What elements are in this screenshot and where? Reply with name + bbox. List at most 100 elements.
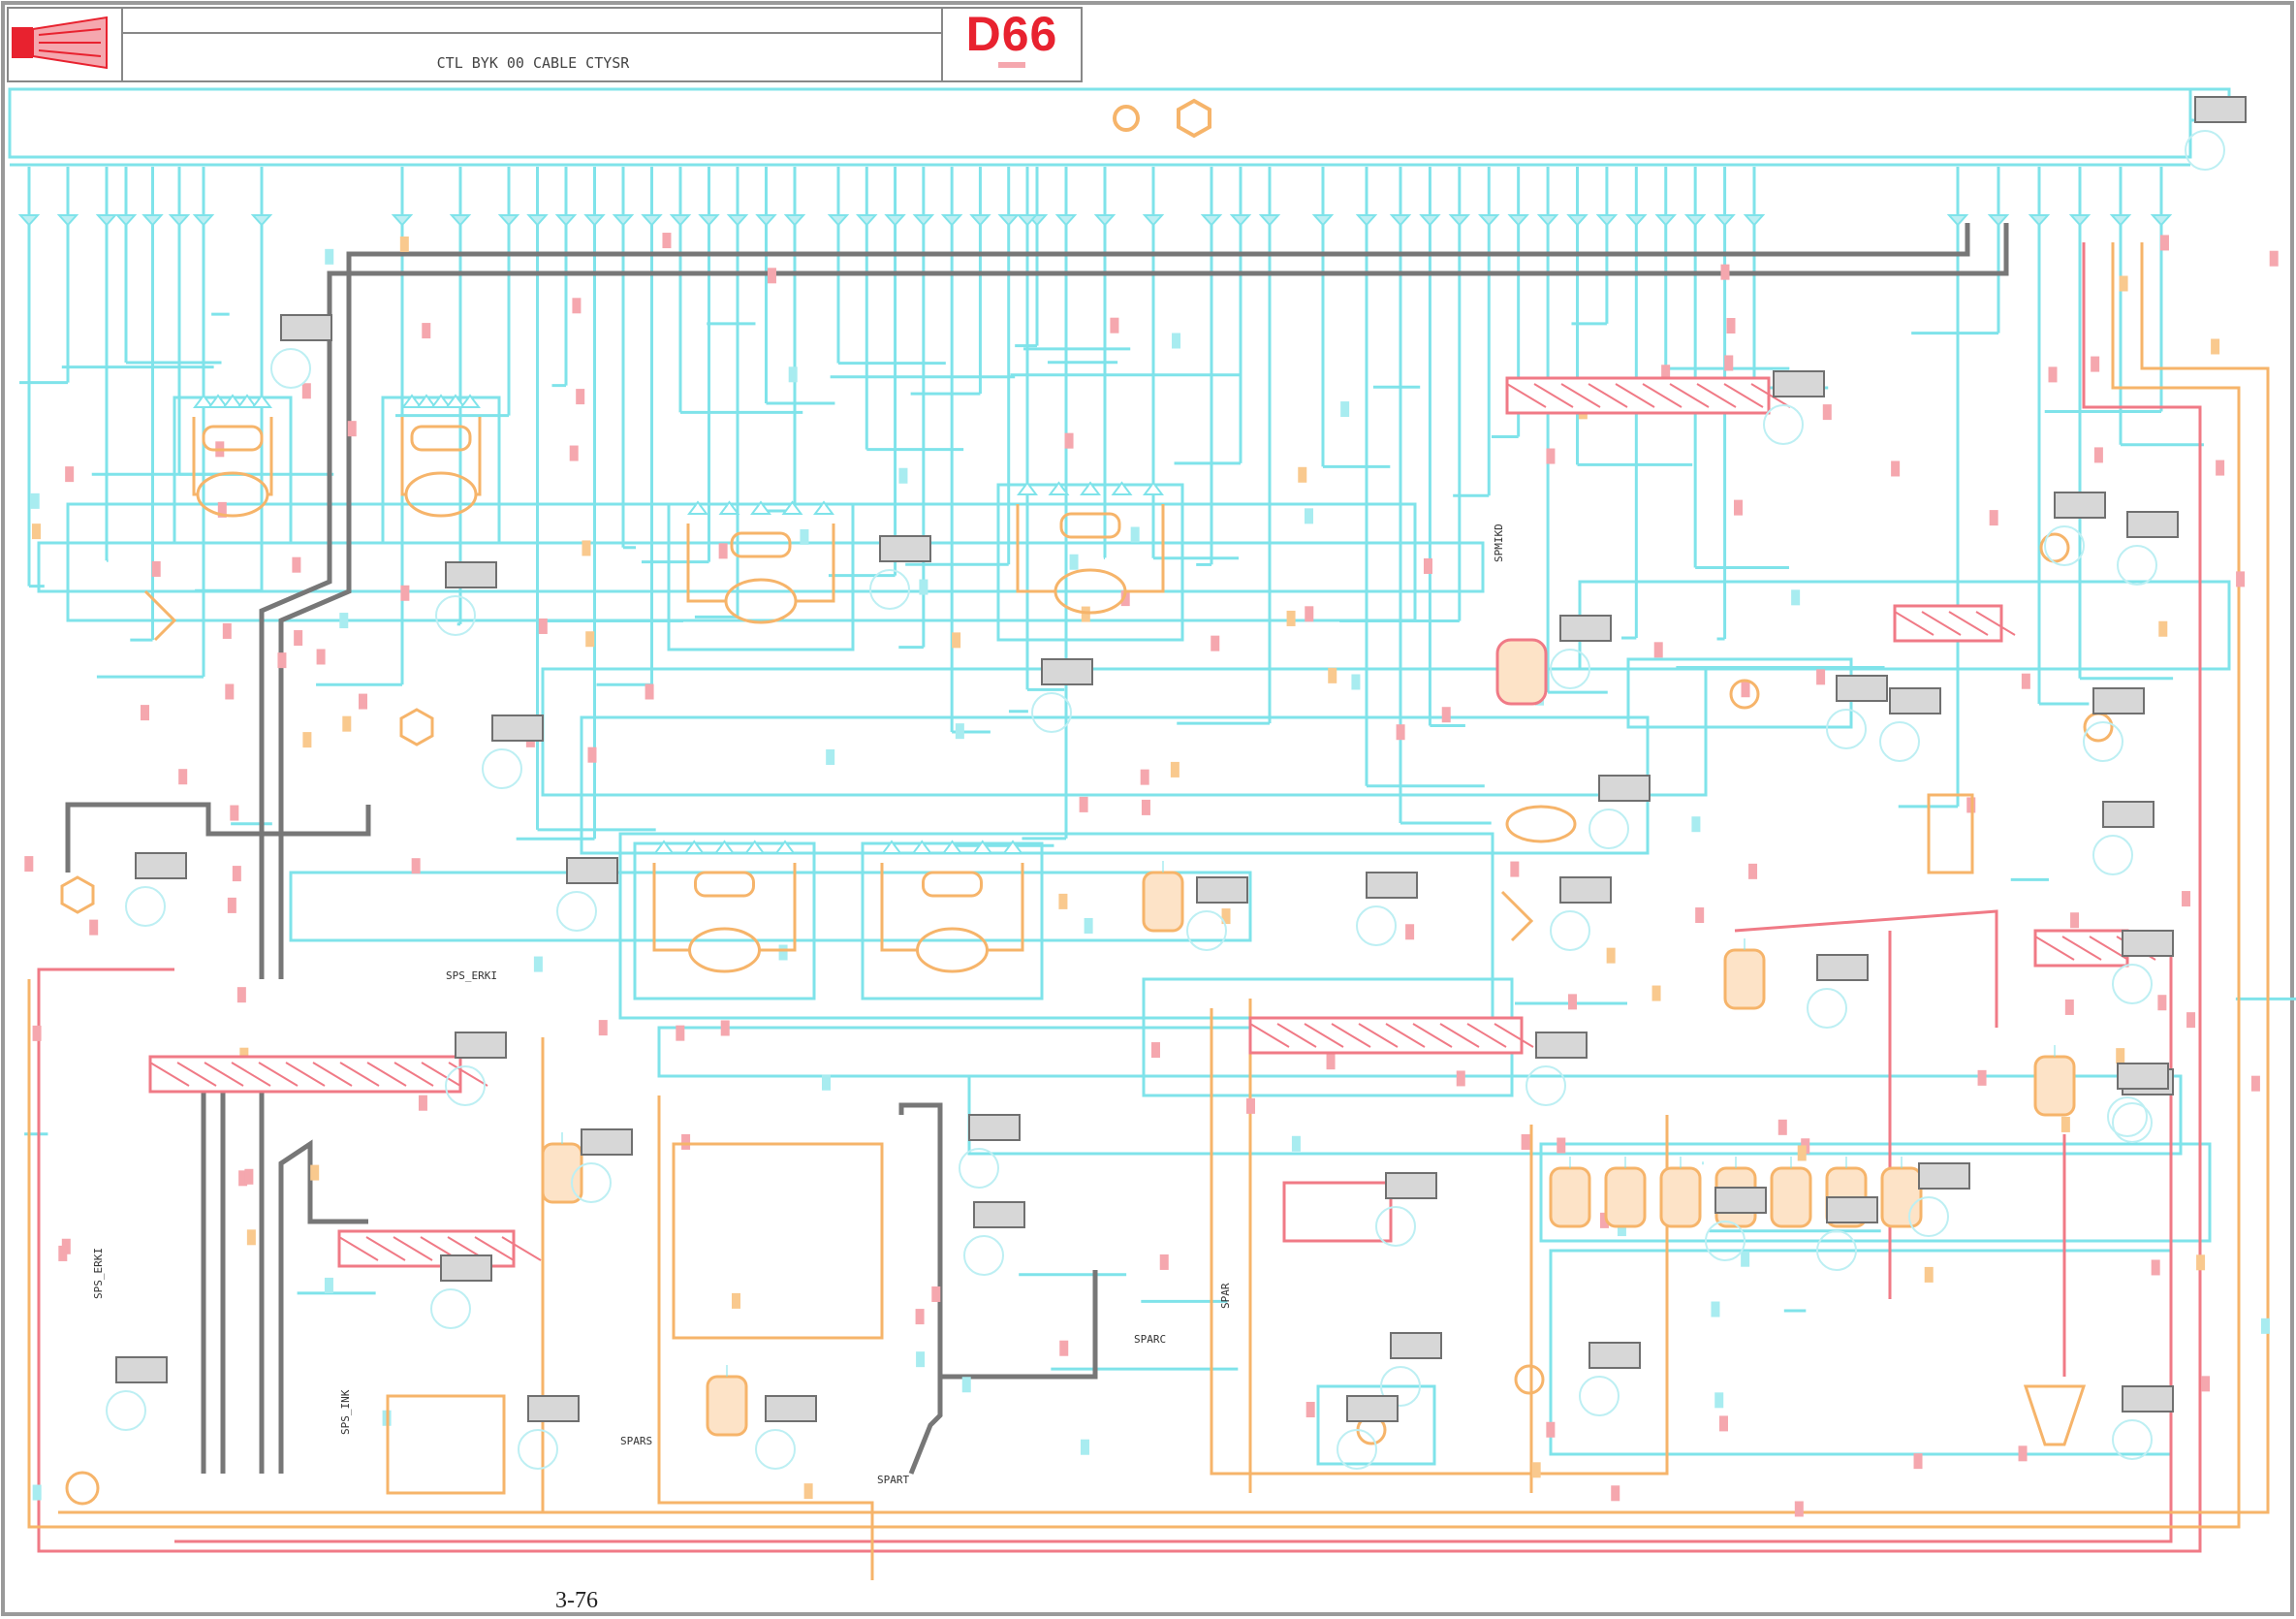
wire-color-mark bbox=[238, 1170, 248, 1187]
tag-box bbox=[566, 857, 618, 884]
tag-box bbox=[1816, 954, 1869, 981]
component-tags bbox=[106, 96, 2247, 1470]
tag-box bbox=[1346, 1395, 1399, 1422]
tag-box bbox=[2117, 1063, 2169, 1090]
wire-color-mark bbox=[324, 1277, 333, 1293]
pin-terminal bbox=[459, 394, 481, 408]
tag-ring bbox=[435, 595, 476, 636]
component-outline bbox=[667, 502, 855, 651]
wire-color-mark bbox=[1064, 432, 1074, 449]
strip-hatch bbox=[1533, 383, 1574, 408]
wire-color-mark bbox=[1816, 669, 1826, 685]
pin-terminal bbox=[236, 394, 258, 408]
wire-color-mark bbox=[898, 467, 908, 484]
component-tag bbox=[556, 857, 618, 932]
tag-box bbox=[1836, 675, 1888, 702]
strip-hatch bbox=[1948, 611, 1989, 636]
wire-color-mark bbox=[598, 1020, 608, 1036]
wire-color-mark bbox=[2060, 1116, 2070, 1132]
tag-box bbox=[581, 1128, 633, 1156]
relay-coil bbox=[730, 531, 792, 558]
component-tag bbox=[125, 852, 187, 927]
wire-color-mark bbox=[732, 1292, 741, 1309]
wire-color-mark bbox=[1691, 816, 1701, 833]
wire-color-mark bbox=[325, 248, 334, 265]
pin-terminal bbox=[526, 214, 549, 227]
component-tag bbox=[1031, 658, 1093, 733]
wire-color-mark bbox=[230, 805, 239, 821]
wire-color-mark bbox=[1714, 1392, 1724, 1409]
component-tag bbox=[2044, 492, 2106, 566]
wire-color-mark bbox=[418, 1095, 427, 1111]
wire-loop bbox=[618, 832, 1494, 1020]
wire-color-mark bbox=[662, 233, 672, 249]
tag-box bbox=[115, 1356, 168, 1383]
strip-hatch bbox=[1506, 383, 1547, 408]
wire-color-mark bbox=[1718, 1415, 1728, 1432]
tag-box bbox=[1714, 1187, 1767, 1214]
pin-terminal bbox=[653, 840, 675, 854]
pin-terminal bbox=[1143, 481, 1164, 495]
component-outline bbox=[861, 841, 1044, 1000]
wire-loop bbox=[967, 1074, 2183, 1156]
component-tag bbox=[963, 1201, 1025, 1276]
wire-color-mark bbox=[2151, 1259, 2160, 1276]
tag-ring bbox=[1579, 1376, 1620, 1416]
gray-harness bbox=[259, 223, 2009, 979]
strip-hatch bbox=[1412, 1023, 1453, 1048]
pin-terminal bbox=[497, 214, 520, 227]
wire-color-mark bbox=[2091, 356, 2100, 372]
pin-terminal bbox=[1507, 214, 1529, 227]
switch-symbol bbox=[143, 589, 1534, 942]
wire-color-mark bbox=[32, 1025, 42, 1041]
strip-hatch bbox=[1249, 1023, 1290, 1048]
wire-color-mark bbox=[411, 858, 421, 874]
gear-symbol bbox=[399, 708, 434, 746]
wire-color-mark bbox=[2119, 275, 2128, 292]
page-number: 3-76 bbox=[555, 1588, 598, 1613]
tag-ring bbox=[445, 1065, 486, 1106]
switch-component bbox=[1927, 793, 1974, 874]
tag-ring bbox=[755, 1429, 796, 1470]
tag-box bbox=[2126, 511, 2179, 538]
tag-ring bbox=[556, 891, 597, 932]
component-tag bbox=[1550, 615, 1612, 689]
wire-color-mark bbox=[89, 919, 99, 936]
component-tag bbox=[270, 314, 332, 389]
wire-color-mark bbox=[1150, 1042, 1160, 1059]
pin-terminal bbox=[250, 214, 273, 227]
pin-terminal bbox=[1536, 214, 1559, 227]
pin-terminal bbox=[1111, 481, 1133, 495]
component-tag bbox=[106, 1356, 168, 1431]
wire-color-mark bbox=[1546, 1421, 1556, 1438]
pin-terminal bbox=[669, 214, 692, 227]
strip-hatch bbox=[1439, 1023, 1480, 1048]
pin-terminal bbox=[884, 214, 906, 227]
pin-terminal bbox=[612, 214, 635, 227]
tag-ring bbox=[1380, 1366, 1421, 1407]
tag-box bbox=[1918, 1162, 1970, 1190]
component-tag bbox=[1763, 370, 1825, 445]
wire-color-mark bbox=[1791, 589, 1801, 606]
pin-terminal bbox=[743, 840, 766, 854]
wire-color-mark bbox=[1734, 499, 1744, 516]
wire-color-mark bbox=[2216, 460, 2225, 476]
strip-hatch bbox=[1494, 1023, 1534, 1048]
pin-terminal bbox=[2028, 214, 2051, 227]
tag-box bbox=[2194, 96, 2247, 123]
pin-terminal bbox=[997, 214, 1020, 227]
wire-color-mark bbox=[302, 732, 312, 748]
wire-color-mark bbox=[1617, 1221, 1626, 1237]
strip-hatch bbox=[1466, 1023, 1507, 1048]
tag-box bbox=[1366, 872, 1418, 899]
pin-terminal bbox=[911, 840, 933, 854]
wire-color-mark bbox=[1989, 510, 1998, 526]
wire-color-mark bbox=[1286, 610, 1296, 626]
wire-color-mark bbox=[1913, 1453, 1923, 1470]
motor-wiring bbox=[686, 524, 835, 603]
pin-terminal bbox=[1258, 214, 1281, 227]
gray-harness bbox=[201, 1076, 368, 1474]
strip-hatch bbox=[312, 1062, 353, 1087]
tag-box bbox=[1559, 615, 1612, 642]
motor-symbol bbox=[688, 927, 761, 973]
